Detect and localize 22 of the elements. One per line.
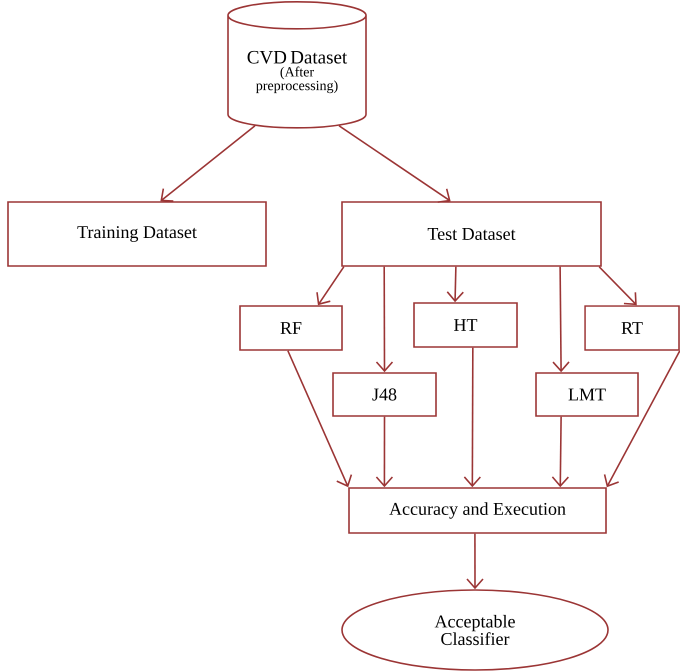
dataset-cylinder: CVD Dataset (After preprocessing) [227,1,367,129]
process-box: RT [584,305,680,351]
arrow [376,416,394,488]
arrow [338,125,451,203]
arrow [598,266,637,306]
process-box: Training Dataset [7,201,267,267]
arrow [446,266,464,302]
arrow [376,266,394,372]
arrow [604,350,680,488]
process-box: LMT [535,372,639,417]
arrow [287,350,352,488]
process-box: HT [413,302,518,348]
process-box: Test Dataset [341,201,602,267]
process-box: J48 [332,372,437,417]
arrow [160,125,256,202]
arrow [466,534,484,590]
process-box: RF [239,305,343,351]
arrow [464,348,481,488]
process-box: Accuracy and Execution [348,487,607,534]
arrow [316,266,344,306]
arrow [552,266,570,372]
arrow [552,416,569,488]
